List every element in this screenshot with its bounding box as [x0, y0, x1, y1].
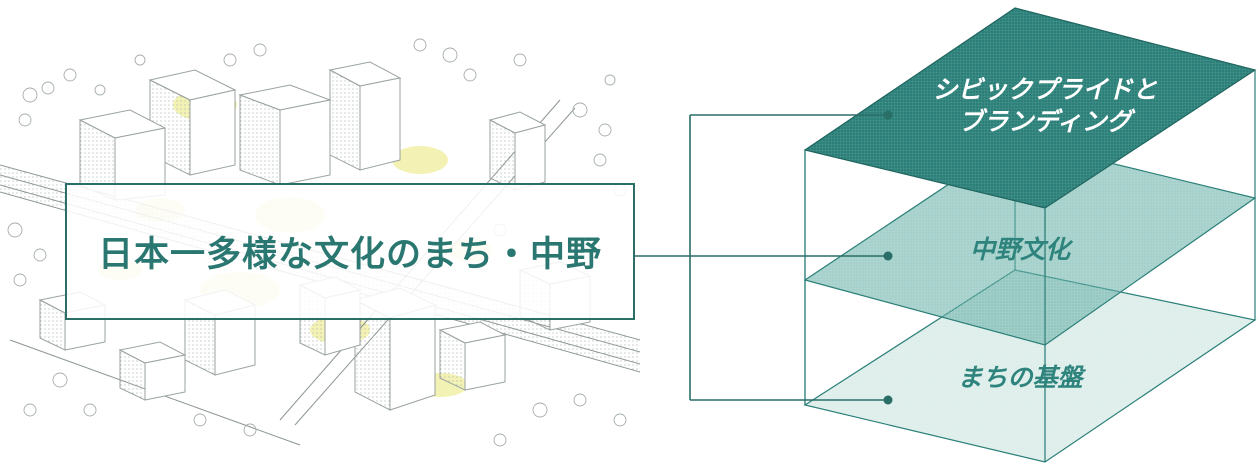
layer-label-base-line1: まちの基盤: [957, 363, 1083, 392]
layer-label-civic-pride-line1: シビックプライドと: [932, 75, 1158, 104]
cube-front-edges: [804, 150, 1046, 462]
layer-label-culture: 中野文化: [930, 234, 1110, 266]
layer-label-culture-line1: 中野文化: [969, 235, 1070, 264]
layer-diagram: [635, 7, 1257, 463]
main-title: 日本一多様な文化のまち・中野: [97, 235, 602, 275]
connector-dots: [883, 110, 893, 405]
layer-label-civic-pride-line2: ブランディング: [958, 107, 1132, 136]
layer-label-civic-pride: シビックプライドと ブランディング: [900, 74, 1190, 138]
connector-dot-top: [883, 110, 893, 120]
main-title-box: 日本一多様な文化のまち・中野: [65, 183, 635, 320]
connector-bracket: [635, 114, 888, 401]
layer-label-base: まちの基盤: [920, 362, 1120, 394]
connector-dot-middle: [883, 251, 893, 261]
connector-dot-bottom: [883, 395, 893, 405]
